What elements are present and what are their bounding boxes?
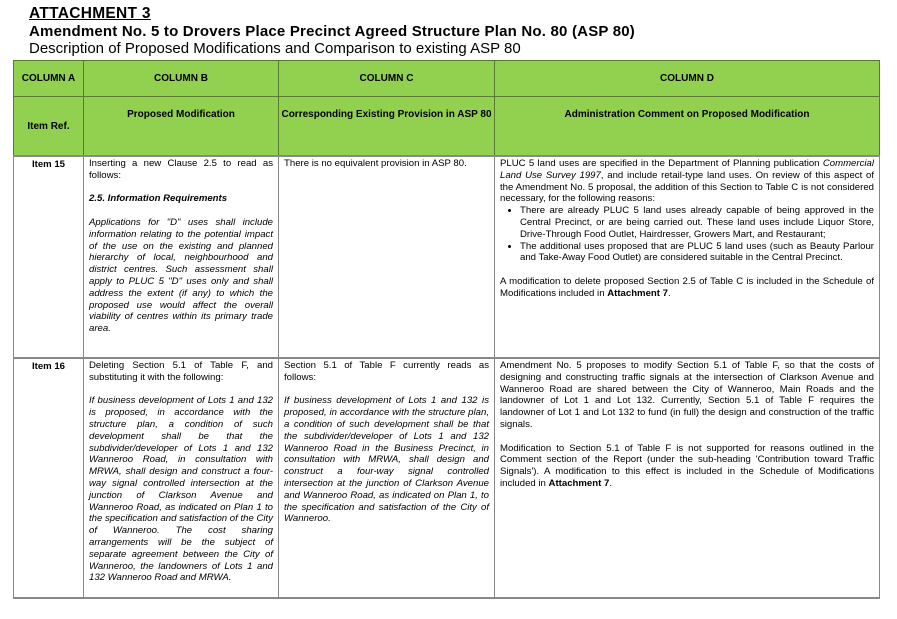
reasons-list: There are already PLUC 5 land uses alrea… bbox=[500, 205, 874, 264]
existing-provision-intro: Section 5.1 of Table F currently reads a… bbox=[284, 360, 489, 383]
attachment-reference: Attachment 7 bbox=[607, 287, 668, 299]
comment-paragraph: Modification to Section 5.1 of Table F i… bbox=[500, 443, 874, 490]
reason-item: The additional uses proposed that are PL… bbox=[520, 241, 874, 265]
comment-text: PLUC 5 land uses are specified in the De… bbox=[500, 158, 823, 169]
publication-title: Commercial Land Use Survey 1997 bbox=[500, 158, 874, 181]
attachment-reference: Attachment 7 bbox=[548, 477, 610, 489]
table-row: Item 16 Deleting Section 5.1 of Table F,… bbox=[13, 357, 880, 599]
clause-heading: 2.5. Information Requirements bbox=[89, 193, 228, 205]
column-header-table: COLUMN A COLUMN B COLUMN C COLUMN D Item… bbox=[13, 60, 880, 156]
column-c-heading: Corresponding Existing Provision in ASP … bbox=[278, 96, 495, 156]
comment-paragraph: Amendment No. 5 proposes to modify Secti… bbox=[500, 360, 874, 430]
attachment-label: ATTACHMENT 3 bbox=[29, 5, 151, 22]
column-d-label: COLUMN D bbox=[494, 60, 880, 97]
comment-text: , and include retail-type land uses. On … bbox=[500, 169, 874, 205]
clause-text: Applications for "D" uses shall include … bbox=[89, 216, 273, 335]
table-row: Item 15 Inserting a new Clause 2.5 to re… bbox=[13, 155, 880, 359]
column-d-heading: Administration Comment on Proposed Modif… bbox=[494, 96, 880, 156]
column-b-heading: Proposed Modification bbox=[83, 96, 279, 156]
proposed-modification: Deleting Section 5.1 of Table F, and sub… bbox=[83, 357, 279, 599]
reason-item: There are already PLUC 5 land uses alrea… bbox=[520, 205, 874, 240]
modification-intro: Inserting a new Clause 2.5 to read as fo… bbox=[89, 158, 273, 181]
comment-text: Modification to Section 5.1 of Table F i… bbox=[500, 442, 874, 489]
existing-provision-text: If business development of Lots 1 and 13… bbox=[284, 395, 489, 525]
modifications-table: Item 15 Inserting a new Clause 2.5 to re… bbox=[13, 155, 880, 599]
comment-text: . bbox=[667, 287, 671, 299]
modification-intro: Deleting Section 5.1 of Table F, and sub… bbox=[89, 360, 273, 383]
comment-text: A modification to delete proposed Sectio… bbox=[500, 275, 874, 299]
existing-provision-text: There is no equivalent provision in ASP … bbox=[284, 158, 467, 169]
document-title: Amendment No. 5 to Drovers Place Precinc… bbox=[29, 23, 635, 40]
existing-provision: There is no equivalent provision in ASP … bbox=[278, 155, 495, 359]
comment-paragraph: A modification to delete proposed Sectio… bbox=[500, 276, 874, 300]
administration-comment: PLUC 5 land uses are specified in the De… bbox=[494, 155, 880, 359]
document-subtitle: Description of Proposed Modifications an… bbox=[29, 40, 521, 57]
proposed-modification: Inserting a new Clause 2.5 to read as fo… bbox=[83, 155, 279, 359]
clause-text: If business development of Lots 1 and 13… bbox=[89, 395, 273, 584]
column-c-label: COLUMN C bbox=[278, 60, 495, 97]
comment-paragraph: PLUC 5 land uses are specified in the De… bbox=[500, 158, 874, 205]
item-ref: Item 16 bbox=[13, 357, 84, 599]
administration-comment: Amendment No. 5 proposes to modify Secti… bbox=[494, 357, 880, 599]
column-a-heading: Item Ref. bbox=[13, 96, 84, 156]
column-b-label: COLUMN B bbox=[83, 60, 279, 97]
item-ref: Item 15 bbox=[13, 155, 84, 359]
comment-text: . bbox=[609, 477, 612, 489]
column-a-label: COLUMN A bbox=[13, 60, 84, 97]
existing-provision: Section 5.1 of Table F currently reads a… bbox=[278, 357, 495, 599]
